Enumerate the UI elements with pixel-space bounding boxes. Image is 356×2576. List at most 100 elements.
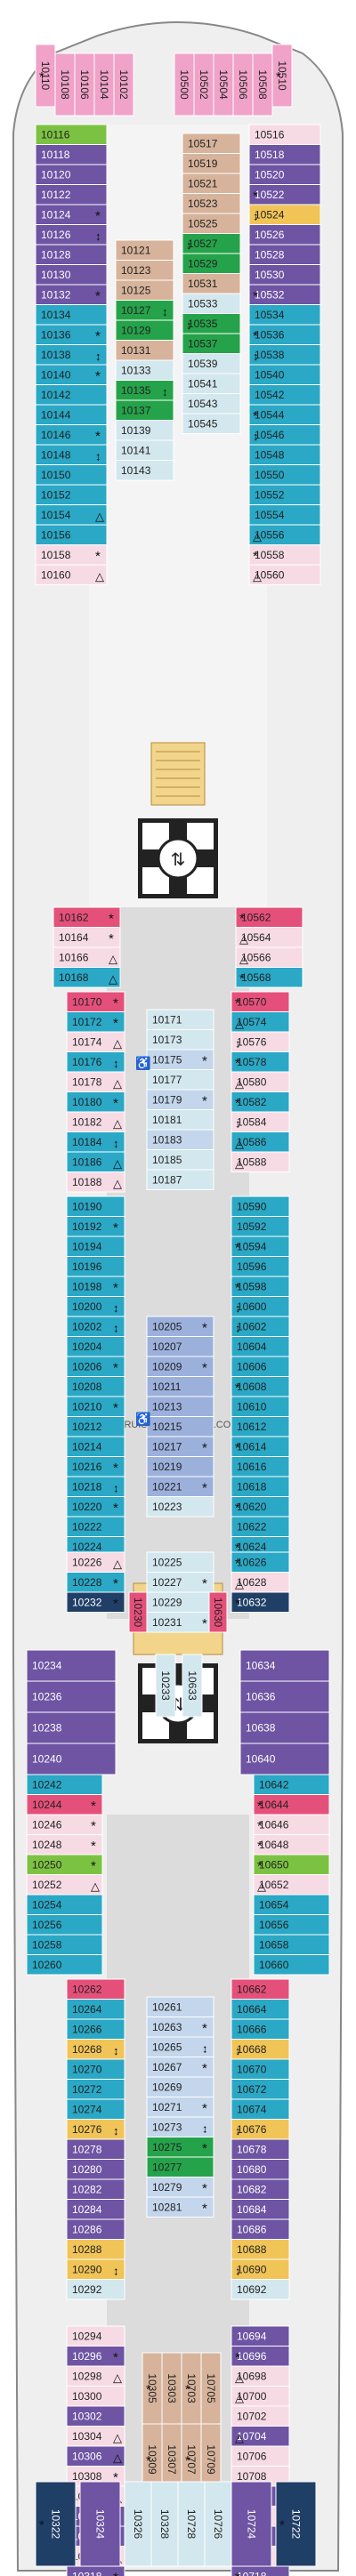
cabin-10308[interactable]: 10308* bbox=[66, 2466, 125, 2487]
cabin-10215[interactable]: 10215 bbox=[146, 1416, 214, 1437]
cabin-10531[interactable]: 10531 bbox=[182, 273, 241, 294]
cabin-10154[interactable]: 10154△ bbox=[35, 504, 108, 526]
cabin-10519[interactable]: 10519 bbox=[182, 153, 241, 174]
cabin-10236[interactable]: 10236 bbox=[26, 1680, 117, 1713]
cabin-10582[interactable]: 10582* bbox=[231, 1091, 290, 1113]
cabin-10594[interactable]: 10594* bbox=[231, 1236, 290, 1257]
cabin-10660[interactable]: 10660 bbox=[253, 1954, 330, 1976]
cabin-10525[interactable]: 10525 bbox=[182, 213, 241, 234]
cabin-10263[interactable]: 10263* bbox=[146, 2017, 214, 2038]
cabin-10640[interactable]: 10640 bbox=[239, 1743, 330, 1775]
cabin-10135[interactable]: 10135↕ bbox=[115, 380, 174, 401]
cabin-10590[interactable]: 10590 bbox=[231, 1195, 290, 1217]
cabin-10606[interactable]: 10606 bbox=[231, 1356, 290, 1377]
cabin-10620[interactable]: 10620* bbox=[231, 1496, 290, 1517]
cabin-10628[interactable]: 10628△ bbox=[231, 1572, 290, 1593]
cabin-10536[interactable]: 10536* bbox=[248, 324, 321, 345]
cabin-10258[interactable]: 10258 bbox=[26, 1934, 103, 1955]
cabin-10177[interactable]: 10177 bbox=[146, 1069, 214, 1091]
cabin-10522[interactable]: 10522* bbox=[248, 184, 321, 205]
cabin-10686[interactable]: 10686 bbox=[231, 2218, 290, 2240]
cabin-10523[interactable]: 10523 bbox=[182, 193, 241, 214]
cabin-10108[interactable]: 10108 bbox=[54, 52, 76, 117]
cabin-10196[interactable]: 10196 bbox=[66, 1256, 125, 1277]
cabin-10588[interactable]: 10588△ bbox=[231, 1151, 290, 1172]
cabin-10680[interactable]: 10680 bbox=[231, 2159, 290, 2180]
cabin-10262[interactable]: 10262 bbox=[66, 1978, 125, 2000]
cabin-10104[interactable]: 10104 bbox=[93, 52, 115, 117]
cabin-10242[interactable]: 10242 bbox=[26, 1774, 103, 1795]
cabin-10634[interactable]: 10634 bbox=[239, 1649, 330, 1682]
cabin-10303[interactable]: 10303 bbox=[161, 2352, 182, 2425]
cabin-10270[interactable]: 10270 bbox=[66, 2058, 125, 2080]
cabin-10274[interactable]: 10274 bbox=[66, 2098, 125, 2120]
cabin-10508[interactable]: 10508 bbox=[252, 52, 273, 117]
cabin-10233[interactable]: 10233 bbox=[155, 1654, 176, 1718]
cabin-10168[interactable]: 10168△ bbox=[53, 967, 121, 988]
cabin-10642[interactable]: 10642 bbox=[253, 1774, 330, 1795]
cabin-10207[interactable]: 10207 bbox=[146, 1336, 214, 1357]
cabin-10279[interactable]: 10279* bbox=[146, 2177, 214, 2198]
cabin-10202[interactable]: 10202↕ bbox=[66, 1316, 125, 1337]
cabin-10204[interactable]: 10204 bbox=[66, 1336, 125, 1357]
cabin-10688[interactable]: 10688 bbox=[231, 2239, 290, 2260]
cabin-10126[interactable]: 10126↕ bbox=[35, 224, 108, 246]
cabin-10185[interactable]: 10185 bbox=[146, 1149, 214, 1171]
cabin-10656[interactable]: 10656 bbox=[253, 1914, 330, 1936]
cabin-10248[interactable]: 10248* bbox=[26, 1834, 103, 1856]
cabin-10166[interactable]: 10166△ bbox=[53, 946, 121, 968]
cabin-10106[interactable]: 10106 bbox=[74, 52, 95, 117]
cabin-10570[interactable]: 10570* bbox=[231, 991, 290, 1012]
cabin-10652[interactable]: 10652△ bbox=[253, 1874, 330, 1896]
cabin-10517[interactable]: 10517 bbox=[182, 133, 241, 154]
cabin-10698[interactable]: 10698△ bbox=[231, 2365, 290, 2387]
cabin-10181[interactable]: 10181 bbox=[146, 1109, 214, 1131]
cabin-10205[interactable]: 10205* bbox=[146, 1316, 214, 1337]
cabin-10521[interactable]: 10521 bbox=[182, 173, 241, 194]
cabin-10265[interactable]: 10265↕ bbox=[146, 2036, 214, 2057]
cabin-10246[interactable]: 10246* bbox=[26, 1814, 103, 1835]
cabin-10524[interactable]: 10524↕ bbox=[248, 204, 321, 225]
cabin-10541[interactable]: 10541 bbox=[182, 373, 241, 394]
cabin-10208[interactable]: 10208 bbox=[66, 1376, 125, 1397]
cabin-10670[interactable]: 10670 bbox=[231, 2058, 290, 2080]
cabin-10305[interactable]: 10305* bbox=[142, 2352, 163, 2425]
cabin-10288[interactable]: 10288 bbox=[66, 2239, 125, 2260]
cabin-10530[interactable]: 10530 bbox=[248, 264, 321, 286]
cabin-10144[interactable]: 10144 bbox=[35, 404, 108, 425]
cabin-10224[interactable]: 10224 bbox=[66, 1536, 125, 1558]
cabin-10516[interactable]: 10516 bbox=[248, 124, 321, 145]
cabin-10260[interactable]: 10260 bbox=[26, 1954, 103, 1976]
cabin-10139[interactable]: 10139 bbox=[115, 420, 174, 441]
cabin-10192[interactable]: 10192* bbox=[66, 1216, 125, 1237]
cabin-10275[interactable]: 10275* bbox=[146, 2137, 214, 2158]
cabin-10272[interactable]: 10272 bbox=[66, 2079, 125, 2100]
cabin-10277[interactable]: 10277 bbox=[146, 2156, 214, 2178]
cabin-10592[interactable]: 10592 bbox=[231, 1216, 290, 1237]
cabin-10206[interactable]: 10206* bbox=[66, 1356, 125, 1377]
cabin-10146[interactable]: 10146* bbox=[35, 424, 108, 446]
cabin-10562[interactable]: 10562* bbox=[235, 906, 303, 928]
cabin-10646[interactable]: 10646* bbox=[253, 1814, 330, 1835]
cabin-10110[interactable]: 10110* bbox=[35, 44, 56, 108]
cabin-10550[interactable]: 10550 bbox=[248, 464, 321, 486]
cabin-10638[interactable]: 10638 bbox=[239, 1711, 330, 1744]
cabin-10254[interactable]: 10254 bbox=[26, 1894, 103, 1915]
cabin-10718[interactable]: 10718* bbox=[231, 2565, 290, 2576]
cabin-10256[interactable]: 10256 bbox=[26, 1914, 103, 1936]
cabin-10278[interactable]: 10278 bbox=[66, 2138, 125, 2160]
cabin-10231[interactable]: 10231* bbox=[146, 1612, 214, 1633]
cabin-10630[interactable]: 10630 bbox=[208, 1591, 228, 1633]
cabin-10130[interactable]: 10130 bbox=[35, 264, 108, 286]
cabin-10184[interactable]: 10184↕ bbox=[66, 1131, 125, 1153]
cabin-10532[interactable]: 10532* bbox=[248, 284, 321, 305]
cabin-10633[interactable]: 10633 bbox=[182, 1654, 203, 1718]
cabin-10140[interactable]: 10140* bbox=[35, 364, 108, 385]
cabin-10216[interactable]: 10216* bbox=[66, 1456, 125, 1477]
cabin-10574[interactable]: 10574△ bbox=[231, 1011, 290, 1033]
cabin-10217[interactable]: 10217* bbox=[146, 1436, 214, 1457]
cabin-10672[interactable]: 10672 bbox=[231, 2079, 290, 2100]
cabin-10304[interactable]: 10304△ bbox=[66, 2426, 125, 2447]
cabin-10318[interactable]: 10318* bbox=[66, 2565, 125, 2576]
cabin-10141[interactable]: 10141 bbox=[115, 439, 174, 461]
